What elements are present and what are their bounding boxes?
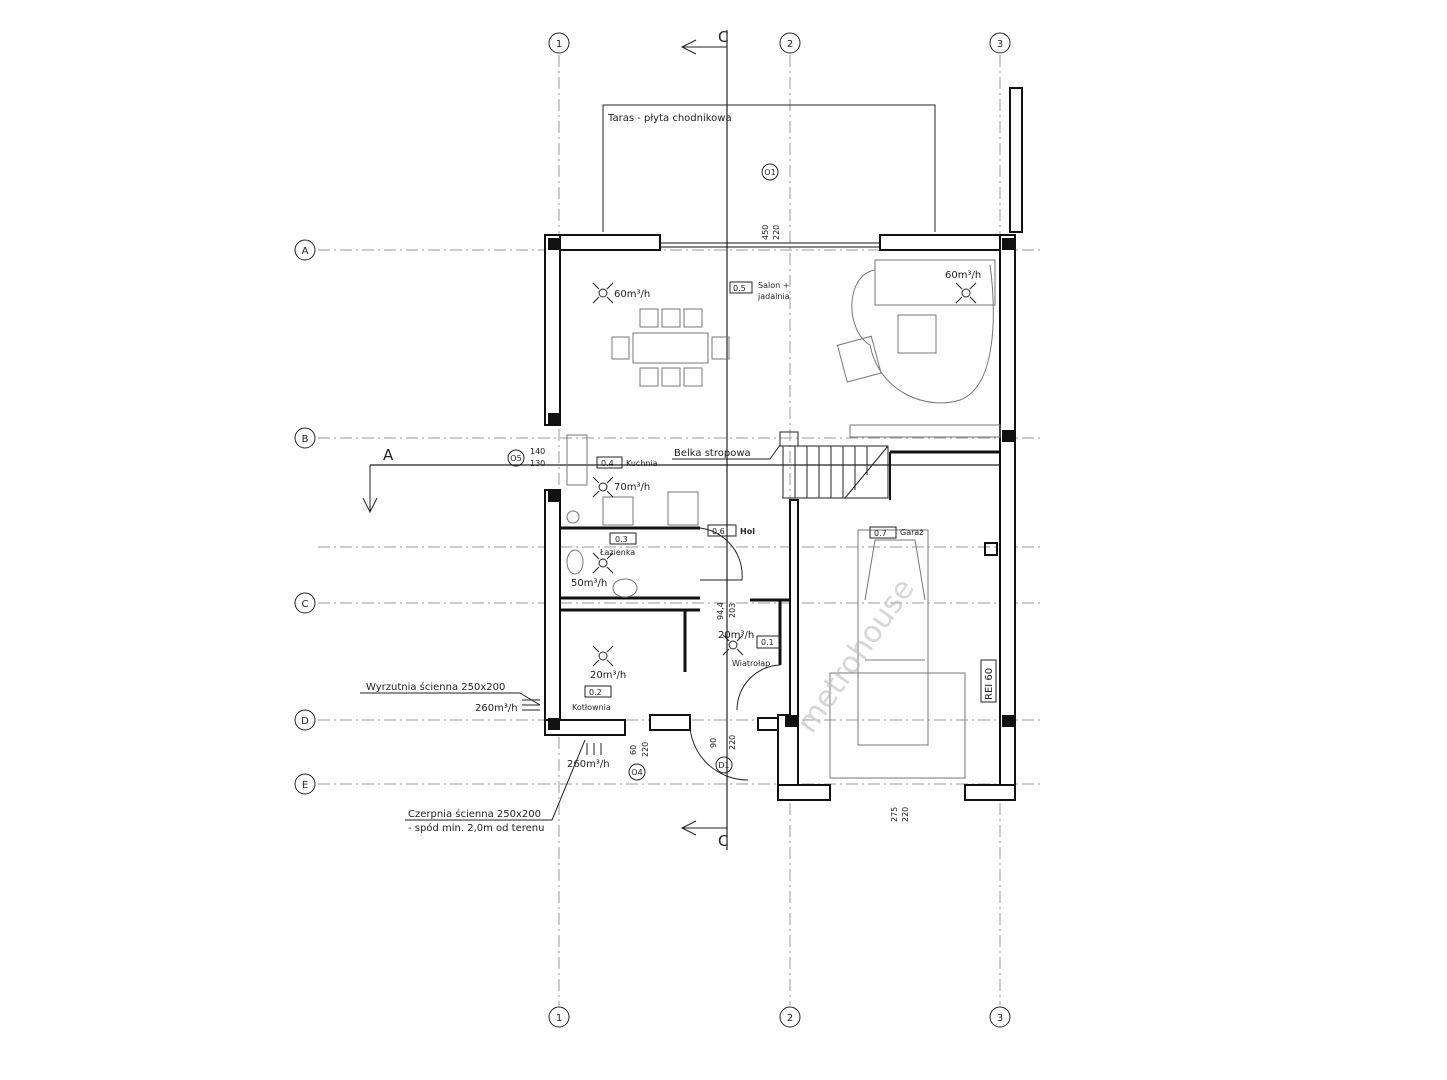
svg-text:275: 275 — [890, 807, 899, 822]
svg-text:Hol: Hol — [740, 527, 755, 536]
svg-text:260m³/h: 260m³/h — [567, 759, 610, 770]
svg-text:REI 60: REI 60 — [984, 668, 995, 700]
svg-text:1: 1 — [556, 1013, 562, 1024]
svg-text:Wiatrołap: Wiatrołap — [732, 659, 770, 668]
svg-text:0.6: 0.6 — [712, 527, 725, 536]
svg-text:2: 2 — [787, 39, 793, 50]
room-kuchnia: 0.4 Kuchnia — [596, 456, 658, 469]
vent-icon — [592, 552, 614, 574]
svg-text:60: 60 — [629, 745, 638, 755]
svg-text:0.2: 0.2 — [589, 688, 602, 697]
svg-text:130: 130 — [530, 459, 545, 468]
doors — [689, 527, 998, 781]
svg-text:jadalnia: jadalnia — [757, 292, 790, 301]
svg-text:O1: O1 — [764, 168, 775, 177]
axis-e: E — [294, 773, 316, 795]
grid-lines — [318, 55, 1040, 1005]
svg-text:- spód min. 2,0m od terenu: - spód min. 2,0m od terenu — [408, 822, 544, 834]
svg-text:3: 3 — [997, 1013, 1003, 1024]
svg-text:C: C — [718, 832, 728, 850]
svg-text:O4: O4 — [631, 768, 642, 777]
svg-text:C: C — [718, 28, 728, 46]
markers: O1 O4 O5 D1 — [507, 163, 779, 781]
ventilation — [592, 282, 977, 667]
svg-text:Salon +: Salon + — [758, 281, 789, 290]
terrace: Taras - płyta chodnikowa — [602, 87, 1023, 233]
room-salon: 0.5 Salon + jadalnia — [729, 281, 790, 301]
svg-text:D: D — [301, 716, 309, 727]
svg-text:A: A — [383, 446, 394, 464]
svg-text:0.1: 0.1 — [761, 638, 774, 647]
svg-text:203: 203 — [728, 603, 737, 618]
axis-bubbles: 1 2 3 1 2 3 A B C D E — [294, 32, 1011, 1028]
svg-text:Taras - płyta chodnikowa: Taras - płyta chodnikowa — [607, 113, 732, 124]
svg-text:90: 90 — [709, 738, 718, 748]
axis-2-bottom: 2 — [779, 1006, 801, 1028]
axis-a: A — [294, 239, 316, 261]
vent-icon — [592, 282, 614, 304]
svg-text:220: 220 — [901, 807, 910, 822]
svg-text:D1: D1 — [718, 761, 729, 770]
svg-text:E: E — [302, 780, 308, 791]
vent-icon — [592, 645, 614, 667]
svg-text:20m³/h: 20m³/h — [590, 670, 626, 681]
svg-text:220: 220 — [641, 742, 650, 757]
axis-3-bottom: 3 — [989, 1006, 1011, 1028]
svg-text:Wyrzutnia ścienna 250x200: Wyrzutnia ścienna 250x200 — [366, 681, 505, 693]
room-hol: 0.6 Hol — [707, 524, 755, 537]
axis-1-top: 1 — [548, 32, 570, 54]
svg-text:0.5: 0.5 — [733, 284, 746, 293]
section-c: C C — [680, 28, 728, 850]
stairs — [779, 431, 889, 499]
svg-text:3: 3 — [997, 39, 1003, 50]
airflow-labels: 60m³/h 60m³/h 70m³/h 50m³/h 20m³/h 20m³/… — [475, 270, 981, 770]
svg-text:1: 1 — [556, 39, 562, 50]
svg-text:20m³/h: 20m³/h — [718, 630, 754, 641]
svg-text:220: 220 — [772, 225, 781, 240]
svg-text:60m³/h: 60m³/h — [945, 270, 981, 281]
svg-text:O5: O5 — [510, 454, 521, 463]
axis-3-top: 3 — [989, 32, 1011, 54]
annotations: Belka stropowa Wyrzutnia ścienna 250x200… — [360, 444, 997, 834]
svg-text:A: A — [302, 246, 309, 257]
vent-icon — [722, 634, 744, 656]
svg-text:Garaż: Garaż — [900, 528, 924, 537]
svg-text:Kotłownia: Kotłownia — [572, 703, 611, 712]
svg-text:0.3: 0.3 — [615, 535, 628, 544]
axis-d: D — [294, 709, 316, 731]
section-a: A — [362, 446, 1000, 514]
vent-icon — [592, 476, 614, 498]
axis-1-bottom: 1 — [548, 1006, 570, 1028]
svg-text:0.4: 0.4 — [601, 459, 614, 468]
axis-2-top: 2 — [779, 32, 801, 54]
furniture — [566, 259, 1001, 779]
svg-text:60m³/h: 60m³/h — [614, 289, 650, 300]
room-labels: 0.5 Salon + jadalnia 0.4 Kuchnia 0.6 Hol 0.3… — [572, 281, 924, 712]
svg-text:220: 220 — [728, 735, 737, 750]
svg-text:B: B — [302, 434, 309, 445]
svg-text:260m³/h: 260m³/h — [475, 703, 518, 714]
svg-text:50m³/h: 50m³/h — [571, 578, 607, 589]
svg-text:0.7: 0.7 — [874, 529, 887, 538]
svg-text:Łazienka: Łazienka — [599, 548, 635, 557]
svg-text:70m³/h: 70m³/h — [614, 482, 650, 493]
watermark: metrohouse — [790, 572, 922, 739]
dimensions: 450 220 140 130 94,4 203 60 220 90 220 2… — [530, 225, 910, 822]
axis-c: C — [294, 592, 316, 614]
svg-text:140: 140 — [530, 447, 545, 456]
svg-text:Kuchnia: Kuchnia — [626, 459, 658, 468]
walls — [544, 234, 1016, 801]
svg-text:450: 450 — [761, 225, 770, 240]
svg-text:2: 2 — [787, 1013, 793, 1024]
room-garaz: 0.7 Garaż — [869, 526, 924, 539]
svg-text:C: C — [302, 599, 309, 610]
vent-icon — [955, 282, 977, 304]
svg-text:Czerpnia ścienna 250x200: Czerpnia ścienna 250x200 — [408, 808, 541, 820]
svg-text:Belka stropowa: Belka stropowa — [674, 448, 751, 459]
svg-text:94,4: 94,4 — [716, 602, 725, 620]
axis-b: B — [294, 427, 316, 449]
